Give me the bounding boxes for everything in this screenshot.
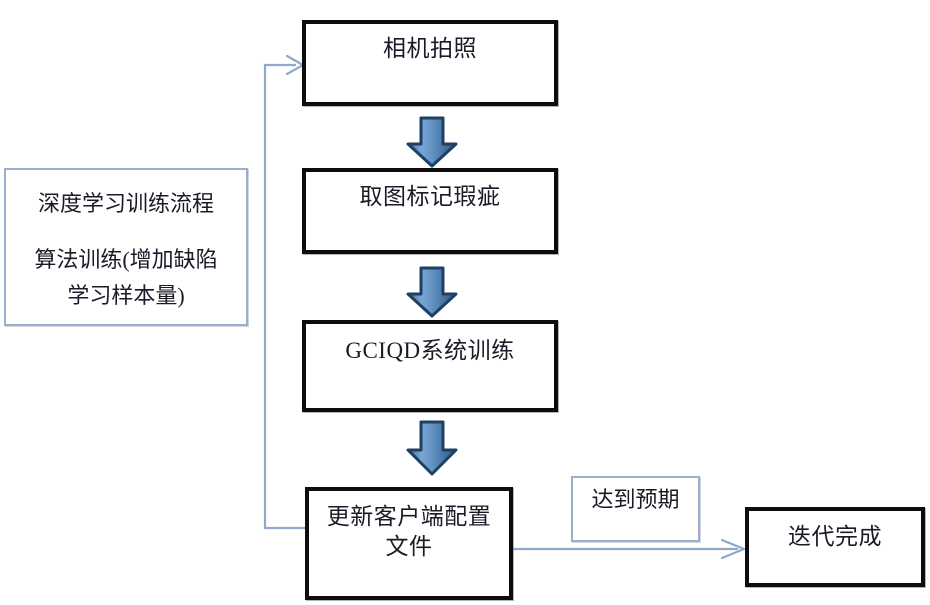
note-line-2: 算法训练(增加缺陷: [34, 247, 218, 272]
node-camera-label: 相机拍照: [383, 36, 477, 61]
node-iteration-complete-label: 迭代完成: [788, 524, 882, 549]
node-camera[interactable]: 相机拍照: [302, 20, 558, 106]
edge-label-text: 达到预期: [591, 487, 680, 512]
note-line-1: 深度学习训练流程: [37, 191, 214, 216]
update-to-done-arrowhead: [720, 538, 746, 560]
block-arrow-train-to-update: [406, 420, 458, 476]
node-iteration-complete[interactable]: 迭代完成: [745, 507, 925, 587]
feedback-loop-line: [263, 63, 305, 530]
note-line-3: 学习样本量): [67, 283, 185, 308]
block-arrow-camera-to-mark: [406, 116, 458, 168]
block-arrow-mark-to-train: [406, 266, 458, 318]
training-process-note: 深度学习训练流程 算法训练(增加缺陷 学习样本量): [4, 168, 248, 326]
node-gciqd-training[interactable]: GCIQD系统训练: [302, 320, 558, 412]
node-update-client-config-label: 更新客户端配置 文件: [326, 504, 492, 559]
node-mark-defects[interactable]: 取图标记瑕疵: [302, 168, 558, 254]
node-gciqd-training-label: GCIQD系统训练: [345, 338, 515, 363]
node-update-client-config[interactable]: 更新客户端配置 文件: [305, 487, 513, 600]
edge-label-expected-result: 达到预期: [571, 476, 700, 542]
node-mark-defects-label: 取图标记瑕疵: [359, 184, 501, 209]
feedback-loop-arrowhead: [285, 54, 305, 76]
